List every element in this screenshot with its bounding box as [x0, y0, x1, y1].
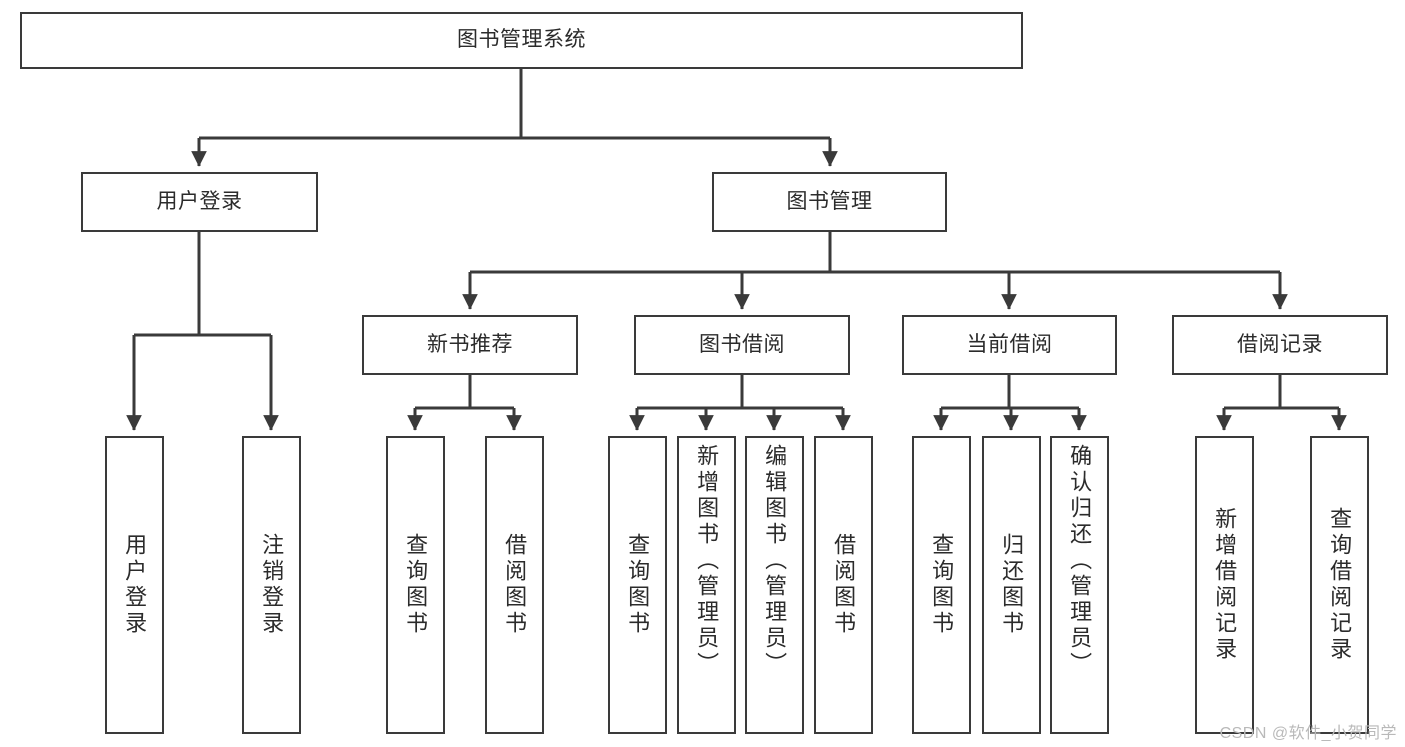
node-leaf-borrow-book-1-label: 借阅图书 — [502, 533, 528, 637]
node-current-borrow-label: 当前借阅 — [966, 332, 1053, 356]
node-leaf-query-book-2-label: 查询图书 — [625, 533, 651, 637]
node-leaf-logout[interactable]: 注销登录 — [242, 436, 301, 734]
node-leaf-query-record-label: 查询借阅记录 — [1327, 507, 1353, 663]
node-leaf-add-record[interactable]: 新增借阅记录 — [1195, 436, 1254, 734]
node-leaf-borrow-book-2[interactable]: 借阅图书 — [814, 436, 873, 734]
node-book-manage[interactable]: 图书管理 — [712, 172, 947, 232]
node-leaf-return-book-label: 归还图书 — [999, 533, 1025, 637]
node-leaf-borrow-book-1[interactable]: 借阅图书 — [485, 436, 544, 734]
node-leaf-logout-label: 注销登录 — [259, 533, 285, 637]
node-borrow-record[interactable]: 借阅记录 — [1172, 315, 1388, 375]
node-leaf-query-book-1-label: 查询图书 — [403, 533, 429, 637]
node-leaf-borrow-book-2-label: 借阅图书 — [831, 533, 857, 637]
node-root-label: 图书管理系统 — [457, 28, 586, 52]
node-leaf-query-book-3[interactable]: 查询图书 — [912, 436, 971, 734]
node-leaf-user-login-label: 用户登录 — [122, 533, 148, 637]
node-leaf-query-book-1[interactable]: 查询图书 — [386, 436, 445, 734]
node-leaf-query-record[interactable]: 查询借阅记录 — [1310, 436, 1369, 734]
node-leaf-confirm-return[interactable]: 确认归还（管理员） — [1050, 436, 1109, 734]
node-current-borrow[interactable]: 当前借阅 — [902, 315, 1117, 375]
node-book-manage-label: 图书管理 — [786, 189, 873, 213]
node-book-borrow[interactable]: 图书借阅 — [634, 315, 850, 375]
node-new-book-rec-label: 新书推荐 — [427, 332, 513, 356]
node-leaf-return-book[interactable]: 归还图书 — [982, 436, 1041, 734]
node-leaf-add-book[interactable]: 新增图书（管理员） — [677, 436, 736, 734]
node-leaf-query-book-2[interactable]: 查询图书 — [608, 436, 667, 734]
node-user-login[interactable]: 用户登录 — [81, 172, 318, 232]
node-leaf-edit-book-label: 编辑图书（管理员） — [762, 444, 788, 678]
node-borrow-record-label: 借阅记录 — [1237, 332, 1323, 356]
node-user-login-label: 用户登录 — [156, 189, 243, 213]
node-book-borrow-label: 图书借阅 — [699, 332, 785, 356]
node-new-book-rec[interactable]: 新书推荐 — [362, 315, 578, 375]
node-leaf-add-book-label: 新增图书（管理员） — [694, 444, 720, 678]
node-leaf-add-record-label: 新增借阅记录 — [1212, 507, 1238, 663]
node-leaf-user-login[interactable]: 用户登录 — [105, 436, 164, 734]
node-leaf-confirm-return-label: 确认归还（管理员） — [1067, 444, 1093, 678]
node-root[interactable]: 图书管理系统 — [20, 12, 1023, 69]
node-leaf-edit-book[interactable]: 编辑图书（管理员） — [745, 436, 804, 734]
csdn-watermark: CSDN @软件_小贺同学 — [1219, 725, 1397, 742]
node-leaf-query-book-3-label: 查询图书 — [929, 533, 955, 637]
